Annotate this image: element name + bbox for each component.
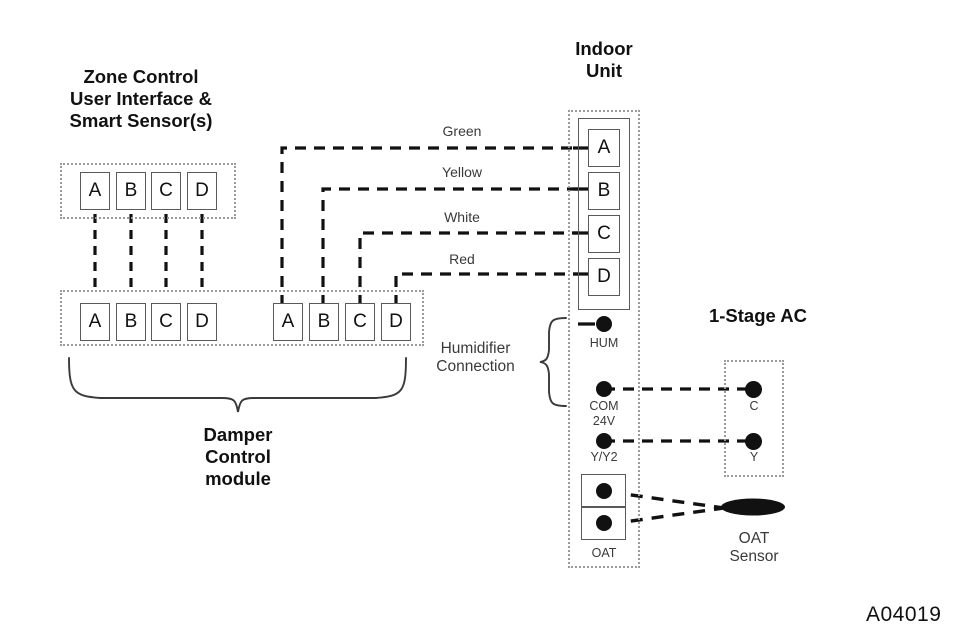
wire-label-yellow: Yellow: [442, 164, 482, 180]
com24v-label: COM 24V: [589, 399, 619, 428]
indoor-terminal-d[interactable]: D: [588, 258, 620, 296]
damper-module-title: Damper Control module: [203, 424, 273, 489]
indoor-terminal-b[interactable]: B: [588, 172, 620, 210]
damper-left-terminal-d[interactable]: D: [187, 303, 217, 341]
oat-sensor-body: [721, 498, 785, 516]
zone-terminal-d[interactable]: D: [187, 172, 217, 210]
figure-code: A04019: [866, 603, 942, 626]
damper-left-terminal-b[interactable]: B: [116, 303, 146, 341]
indoor-terminal-c[interactable]: C: [588, 215, 620, 253]
one-stage-ac-enclosure: [724, 360, 784, 477]
damper-right-terminal-c[interactable]: C: [345, 303, 375, 341]
oat-dot-lower[interactable]: [596, 515, 612, 531]
ac-terminal-y-label: Y: [749, 450, 759, 464]
yy2-terminal-dot[interactable]: [596, 433, 612, 449]
ac-terminal-c-dot[interactable]: [745, 381, 762, 398]
damper-left-terminal-c[interactable]: C: [151, 303, 181, 341]
zone-control-title: Zone Control User Interface & Smart Sens…: [69, 66, 213, 131]
ac-terminal-c-label: C: [749, 399, 759, 413]
wire-label-green: Green: [442, 123, 482, 139]
indoor-terminal-a[interactable]: A: [588, 129, 620, 167]
ac-terminal-y-dot[interactable]: [745, 433, 762, 450]
damper-right-terminal-a[interactable]: A: [273, 303, 303, 341]
zone-control-enclosure: [60, 163, 236, 219]
com24v-terminal-dot[interactable]: [596, 381, 612, 397]
zone-terminal-c[interactable]: C: [151, 172, 181, 210]
hum-terminal-dot[interactable]: [596, 316, 612, 332]
oat-dot-upper[interactable]: [596, 483, 612, 499]
hum-label: HUM: [589, 336, 619, 350]
indoor-unit-title: Indoor Unit: [575, 38, 633, 81]
oat-label: OAT: [591, 546, 617, 560]
damper-module-enclosure: [60, 290, 424, 346]
damper-module-brace: [68, 357, 407, 413]
yy2-label: Y/Y2: [590, 450, 618, 464]
wire-label-red: Red: [449, 251, 475, 267]
zone-terminal-a[interactable]: A: [80, 172, 110, 210]
indoor-terminal-block: [578, 118, 630, 310]
wire-label-white: White: [444, 209, 480, 225]
damper-right-terminal-b[interactable]: B: [309, 303, 339, 341]
zone-terminal-b[interactable]: B: [116, 172, 146, 210]
zone-to-damper-wires: [93, 214, 204, 292]
damper-right-terminal-d[interactable]: D: [381, 303, 411, 341]
indoor-unit-enclosure: [568, 110, 640, 568]
humidifier-brace: [539, 317, 567, 407]
damper-left-terminal-a[interactable]: A: [80, 303, 110, 341]
wire-yellow: [321, 187, 578, 306]
oat-sensor-label: OAT Sensor: [729, 530, 779, 566]
one-stage-ac-title: 1-Stage AC: [708, 305, 807, 326]
humidifier-connection-label: Humidifier Connection: [436, 340, 515, 376]
